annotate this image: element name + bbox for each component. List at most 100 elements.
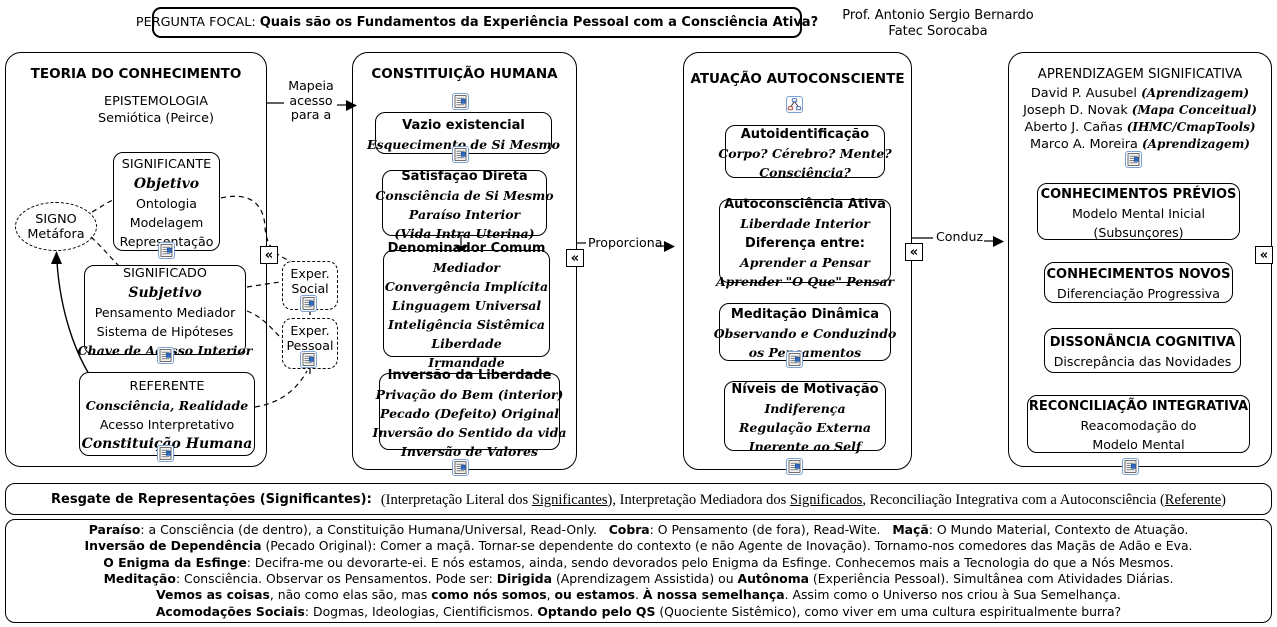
note-line: Meditação: Consciência. Observar os Pens…	[103, 571, 1174, 586]
node-line: Observando e Conduzindo	[713, 326, 897, 341]
resgate-band[interactable]: Resgate de Representações (Significantes…	[5, 483, 1272, 515]
node-line: CONHECIMENTOS NOVOS	[1046, 267, 1231, 282]
concept-node[interactable]: DISSONÂNCIA COGNITIVA Discrepância das No…	[1044, 328, 1241, 373]
node-line: Subjetivo	[128, 284, 202, 301]
author-institution: Fatec Sorocaba	[888, 24, 988, 39]
node-line: Sistema de Hipóteses	[96, 323, 234, 339]
node-line: Representação	[119, 234, 214, 249]
node-line: Regulação Externa	[739, 419, 871, 435]
resource-icon[interactable]	[300, 351, 317, 368]
author-credit: Prof. Antonio Sergio Bernardo Fatec Soro…	[838, 8, 1038, 40]
resource-icon[interactable]	[300, 295, 317, 312]
node-line: Autoconsciência Ativa	[724, 196, 886, 212]
aprendizagem-authors: David P. Ausubel (Aprendizagem) Joseph D.…	[1012, 84, 1268, 152]
author-line: Aberto J. Cañas (IHMC/CmapTools)	[1024, 120, 1256, 135]
node-line: Modelagem	[129, 215, 204, 230]
node-line: Inversão da Liberdade	[387, 367, 552, 383]
node-line: Acesso Interpretativo	[99, 417, 235, 432]
node-line: Paraíso Interior	[408, 206, 521, 222]
container-title: TEORIA DO CONHECIMENTO	[30, 66, 242, 82]
author-line: David P. Ausubel (Aprendizagem)	[1030, 86, 1250, 101]
resource-icon[interactable]	[786, 351, 803, 368]
node-line: Objetivo	[133, 176, 200, 192]
note-line: Acomodações Sociais: Dogmas, Ideologias,…	[155, 603, 1122, 619]
link-label-mapeia[interactable]: Mapeia acesso para a	[288, 78, 334, 122]
author-name: Prof. Antonio Sergio Bernardo	[842, 8, 1034, 23]
node-line: Aprender a Pensar	[740, 254, 870, 270]
signo-ellipse-node[interactable]: SIGNO Metáfora	[15, 202, 97, 251]
node-line: Meditação Dinâmica	[730, 307, 880, 322]
node-line: Linguagem Universal	[391, 297, 542, 313]
node-line: Consciência de Si Mesmo	[375, 187, 554, 203]
aprendizagem-header: APRENDIZAGEM SIGNIFICATIVA David P. Ausu…	[1012, 66, 1268, 152]
band-lead: Resgate de Representações (Significantes…	[51, 491, 381, 507]
node-line: Ontologia	[136, 196, 197, 211]
node-line: Diferenciação Progressiva	[1057, 286, 1220, 301]
node-line: Vazio existencial	[402, 117, 525, 133]
resource-icon[interactable]	[158, 242, 175, 259]
node-line: Corpo? Cérebro? Mente?	[718, 145, 892, 161]
node-line: Modelo Mental Inicial	[1071, 205, 1206, 221]
node-line: Indiferença	[764, 400, 846, 416]
resource-icon[interactable]	[786, 458, 803, 475]
node-line: (Subsunçores)	[1093, 224, 1184, 240]
node-line: Níveis de Motivação	[731, 381, 879, 397]
concept-map-icon[interactable]	[786, 96, 803, 113]
node-line: DISSONÂNCIA COGNITIVA	[1049, 335, 1236, 350]
collapse-icon[interactable]: «	[1255, 246, 1273, 264]
node-line: SIGNIFICANTE	[121, 157, 212, 172]
notes-box[interactable]: Paraíso: a Consciência (de dentro), a Co…	[5, 519, 1272, 623]
node-line: Liberdade	[431, 335, 502, 351]
aprendizagem-title: APRENDIZAGEM SIGNIFICATIVA	[1037, 67, 1243, 82]
node-line: Consciência?	[759, 164, 851, 180]
node-line: Inversão de Valores	[401, 443, 538, 459]
author-line: Joseph D. Novak (Mapa Conceitual)	[1023, 103, 1257, 118]
note-line: Inversão de Dependência (Pecado Original…	[84, 538, 1193, 554]
note-line: Paraíso: a Consciência (de dentro), a Co…	[88, 521, 1189, 537]
resource-icon[interactable]	[452, 146, 469, 163]
concept-node[interactable]: CONHECIMENTOS NOVOS Diferenciação Progres…	[1044, 262, 1233, 303]
container-title: ATUAÇÃO AUTOCONSCIENTE	[690, 71, 905, 87]
node-line: Denominador Comum	[387, 240, 546, 256]
focal-question-text: Quais são os Fundamentos da Experiência …	[259, 15, 819, 30]
collapse-icon[interactable]: «	[260, 246, 278, 264]
node-line: Discrepância das Novidades	[1053, 354, 1232, 369]
node-line: Modelo Mental	[1092, 437, 1185, 452]
node-line: Diferença entre:	[745, 235, 865, 251]
node-line: Inversão do Sentido da vida	[372, 424, 567, 440]
collapse-icon[interactable]: «	[905, 243, 923, 261]
resource-icon[interactable]	[157, 347, 174, 364]
node-line: Convergência Implícita	[384, 278, 549, 294]
resource-icon[interactable]	[452, 93, 469, 110]
node-line: Satisfação Direta	[401, 168, 528, 184]
link-label-proporciona[interactable]: Proporciona	[588, 235, 663, 250]
epistemologia-label: EPISTEMOLOGIA Semiótica (Peirce)	[98, 94, 214, 126]
link-label-conduz[interactable]: Conduz	[936, 229, 984, 244]
resource-icon[interactable]	[1125, 151, 1142, 168]
focal-question-box[interactable]: PERGUNTA FOCAL: Quais são os Fundamentos…	[136, 7, 818, 38]
resource-icon[interactable]	[157, 445, 174, 462]
node-line: Esquecimento de Si Mesmo	[367, 136, 560, 152]
resource-icon[interactable]	[1122, 458, 1139, 475]
author-line: Marco A. Moreira (Aprendizagem)	[1030, 137, 1250, 152]
resource-icon[interactable]	[452, 459, 469, 476]
note-line: O Enigma da Esfinge: Decifra-me ou devor…	[103, 554, 1174, 570]
exper-pessoal-node[interactable]: Exper. Pessoal	[282, 318, 338, 369]
node-line: Irmandade	[428, 354, 505, 370]
node-line: SIGNIFICADO	[123, 265, 207, 281]
collapse-icon[interactable]: «	[566, 249, 584, 267]
